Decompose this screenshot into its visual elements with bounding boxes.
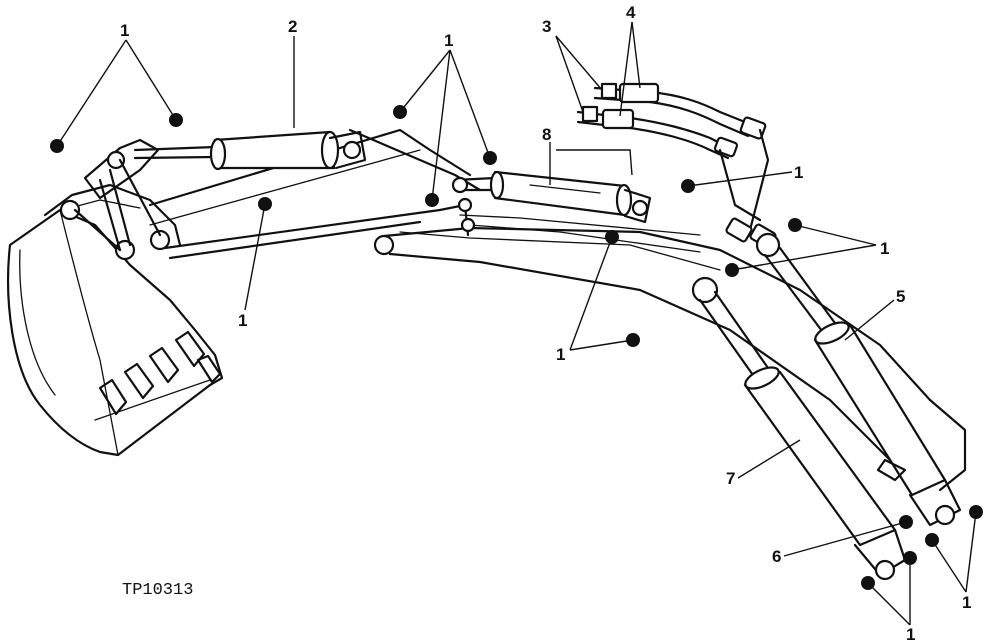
callouts: 1 2 1 3 4 8 1 1 5 1 1 7 6 1 1 — [120, 3, 971, 644]
callout-1-bottom: 1 — [906, 625, 915, 644]
boom-cylinder-right — [755, 232, 962, 527]
bucket-cylinder — [133, 130, 367, 171]
boom — [373, 203, 967, 492]
callout-1-bottom-right: 1 — [962, 593, 971, 612]
figure-id: TP10313 — [122, 581, 193, 600]
callout-1-center-lower: 1 — [556, 345, 565, 364]
arm-cylinder — [451, 170, 652, 224]
callout-7: 7 — [726, 469, 735, 488]
callout-4: 4 — [626, 3, 636, 22]
callout-1-top-mid: 1 — [444, 31, 453, 50]
arm — [148, 128, 482, 260]
callout-2: 2 — [288, 17, 297, 36]
leader-lines — [56, 21, 977, 626]
callout-5: 5 — [896, 287, 905, 306]
callout-1-left-lower: 1 — [238, 311, 247, 330]
callout-1-right-upper: 1 — [794, 163, 803, 182]
bucket-linkage — [59, 138, 171, 261]
hydraulic-lines — [457, 82, 777, 249]
boom-cylinder-left — [691, 276, 907, 581]
callout-3: 3 — [542, 17, 551, 36]
nut-cyl-base-d — [969, 505, 983, 519]
callout-8: 8 — [542, 125, 551, 144]
bucket — [7, 183, 224, 457]
callout-1-top-left: 1 — [120, 21, 129, 40]
callout-6: 6 — [772, 547, 781, 566]
callout-1-right-mid: 1 — [880, 239, 889, 258]
